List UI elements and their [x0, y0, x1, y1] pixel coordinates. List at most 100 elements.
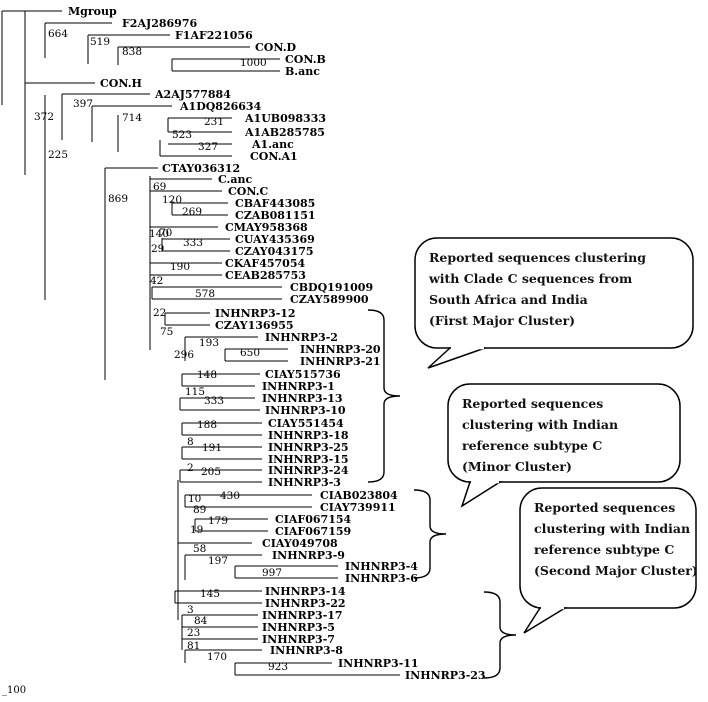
- taxon-label: INHNRP3-17: [262, 609, 343, 622]
- taxon-label: A1UB098333: [244, 112, 326, 125]
- callout-frame: [414, 237, 694, 349]
- bootstrap-value: 333: [183, 237, 203, 249]
- callout-line: (Second Major Cluster): [534, 563, 698, 578]
- taxon-label: A2AJ577884: [154, 88, 231, 101]
- callout-line: Reported sequences: [534, 500, 675, 515]
- taxon-label: B.anc: [285, 65, 320, 78]
- taxon-label: CIAF067159: [275, 525, 351, 538]
- taxon-label: INHNRP3-9: [272, 549, 345, 562]
- taxon-label: INHNRP3-15: [268, 453, 349, 466]
- callout-tail: [460, 481, 503, 508]
- taxon-label: INHNRP3-2: [265, 331, 338, 344]
- taxon-label: CMAY958368: [225, 221, 308, 234]
- taxon-label: CIAF067154: [275, 513, 352, 526]
- taxon-label: CZAY136955: [215, 319, 294, 332]
- bootstrap-value: 10: [188, 493, 201, 505]
- bootstrap-value: 190: [170, 261, 190, 273]
- taxon-label: CON.B: [285, 53, 326, 66]
- bootstrap-value: 23: [187, 627, 200, 639]
- taxon-label: CON.H: [100, 77, 142, 90]
- bootstrap-value: 2: [187, 462, 194, 474]
- taxon-label: CON.C: [228, 185, 269, 198]
- taxon-label: A1DQ826634: [179, 100, 262, 113]
- bootstrap-value: 120: [162, 194, 182, 206]
- bootstrap-value: 70: [159, 227, 172, 239]
- bootstrap-value: 140: [149, 228, 169, 240]
- bootstrap-value: 42: [150, 275, 163, 287]
- bootstrap-value: 205: [201, 466, 221, 478]
- taxon-label: CIAB023804: [320, 489, 398, 502]
- taxon-label: CTAY036312: [162, 162, 240, 175]
- taxon-label: INHNRP3-21: [300, 355, 381, 368]
- taxon-label: INHNRP3-7: [262, 633, 335, 646]
- callout-line: with Clade C sequences from: [428, 271, 632, 286]
- taxon-label: INHNRP3-12: [215, 307, 296, 320]
- bootstrap-value: 193: [199, 337, 219, 349]
- taxon-label: C.anc: [218, 173, 253, 186]
- bootstrap-value: 333: [204, 395, 224, 407]
- bootstrap-value: 650: [240, 347, 260, 359]
- bootstrap-value: 664: [48, 28, 68, 40]
- bootstrap-value: 3: [187, 604, 194, 616]
- bootstrap-value: 578: [195, 288, 215, 300]
- taxon-label: CIAY049708: [262, 537, 338, 550]
- bootstrap-value: 869: [108, 193, 128, 205]
- cluster-brace: [413, 489, 447, 579]
- taxon-label: CON.A1: [250, 150, 298, 163]
- bootstrap-value: 327: [198, 141, 218, 153]
- taxon-label: CIAY551454: [268, 417, 344, 430]
- bootstrap-value: 89: [193, 504, 206, 516]
- taxon-label: CZAY043175: [235, 245, 314, 258]
- callout-line: clustering with Indian: [462, 417, 618, 432]
- bootstrap-value: 397: [73, 98, 93, 110]
- taxon-label: INHNRP3-13: [262, 392, 343, 405]
- taxon-label: CBAF443085: [235, 197, 315, 210]
- callout-tail: [523, 607, 568, 634]
- taxon-label: A1AB285785: [244, 126, 325, 139]
- taxon-label: INHNRP3-22: [265, 597, 346, 610]
- taxon-label: CIAY739911: [320, 501, 396, 514]
- bootstrap-value: 269: [182, 206, 202, 218]
- taxon-label: A1.anc: [251, 138, 294, 151]
- bootstrap-value: 296: [174, 349, 194, 361]
- taxon-label: INHNRP3-4: [345, 560, 418, 573]
- bootstrap-value: 923: [268, 661, 288, 673]
- taxon-label: CBDQ191009: [290, 281, 373, 294]
- taxon-label: INHNRP3-8: [270, 644, 343, 657]
- taxon-label: F2AJ286976: [122, 17, 197, 30]
- callout-frame: [519, 487, 697, 609]
- bootstrap-value: 75: [160, 326, 173, 338]
- bootstrap-value: 8: [187, 436, 194, 448]
- taxon-label: F1AF221056: [175, 29, 253, 42]
- bootstrap-value: 231: [204, 116, 224, 128]
- bootstrap-value: 22: [153, 307, 166, 319]
- bootstrap-value: 714: [122, 112, 142, 124]
- callout-tail: [427, 347, 486, 369]
- bootstrap-value: 19: [190, 524, 203, 536]
- bootstrap-value: 58: [193, 543, 206, 555]
- tree-branches: [1, 10, 400, 676]
- scale-bar-label: _100: [2, 685, 26, 696]
- taxon-label: CON.D: [255, 41, 297, 54]
- taxon-label: INHNRP3-10: [265, 404, 346, 417]
- taxon-labels: MgroupF2AJ286976F1AF221056CON.DCON.BB.an…: [68, 5, 486, 682]
- bootstrap-value: 148: [197, 369, 217, 381]
- bootstrap-value: 179: [208, 515, 228, 527]
- taxon-label: CZAB081151: [235, 209, 316, 222]
- bootstrap-value: 115: [185, 386, 205, 398]
- taxon-label: INHNRP3-23: [405, 669, 486, 682]
- callout-line: (First Major Cluster): [429, 313, 575, 328]
- bootstrap-value: 997: [262, 567, 282, 579]
- bootstrap-value: 430: [220, 490, 240, 502]
- taxon-label: CUAY435369: [235, 233, 315, 246]
- taxon-label: CZAY589900: [290, 293, 369, 306]
- bootstrap-value: 81: [187, 640, 200, 652]
- bootstrap-value: 519: [90, 36, 110, 48]
- taxon-label: Mgroup: [68, 5, 117, 18]
- callout-line: reference subtype C: [534, 542, 674, 557]
